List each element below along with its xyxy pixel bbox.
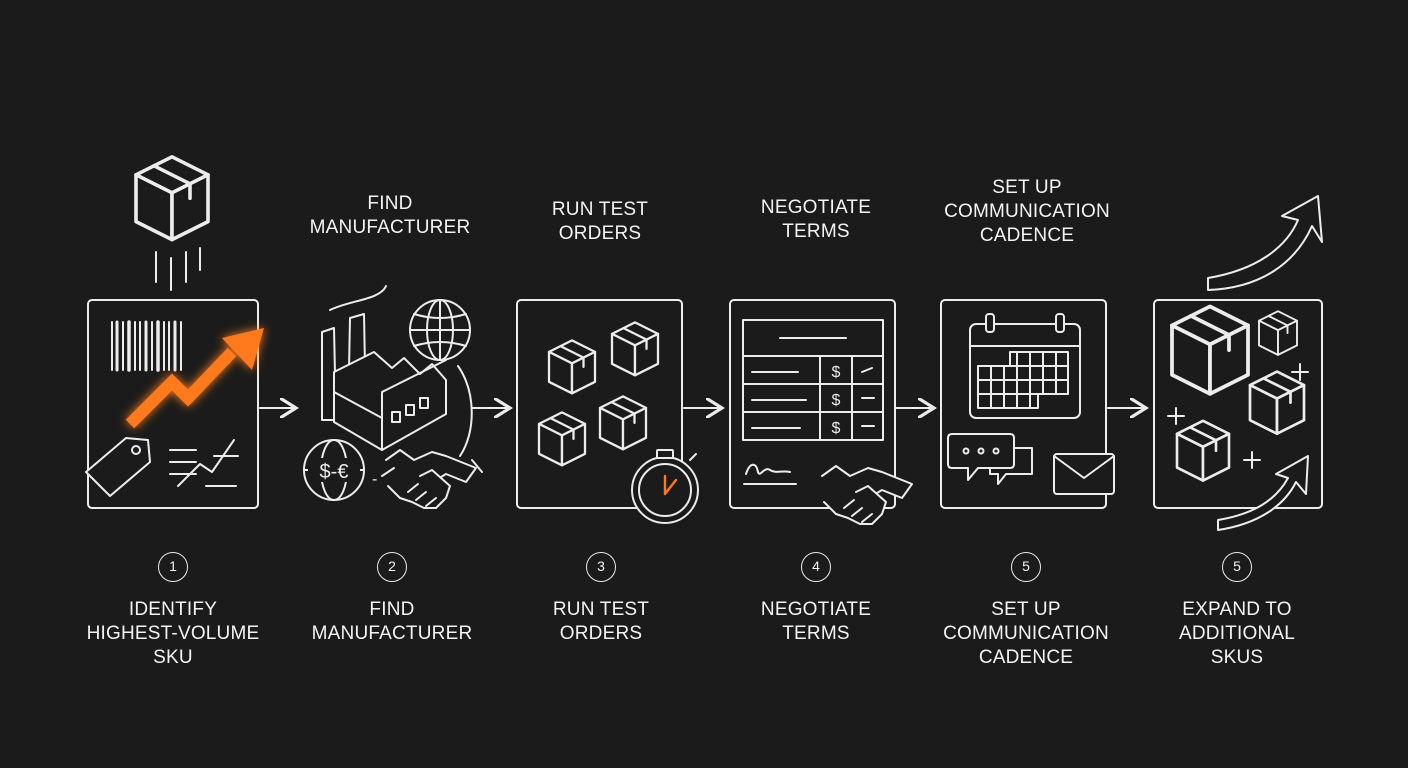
step-label-run-test-orders: RUN TEST ORDERS [552, 599, 650, 644]
top-label-communication-cadence: SET UP COMMUNICATION CADENCE [944, 177, 1110, 246]
step-number-2: 2 [377, 552, 407, 582]
currency-exchange-icon: $-€ - [303, 439, 377, 501]
trend-arrow-icon [125, 328, 264, 429]
panel-communication-cadence [940, 299, 1115, 509]
price-tag-icon [85, 437, 151, 497]
panel-negotiate-terms: $ $ $ [729, 299, 913, 525]
smoke-line [329, 285, 387, 311]
currency-symbol: $ [832, 364, 841, 381]
package-icon [598, 395, 648, 451]
step-label-negotiate-terms: NEGOTIATE TERMS [760, 599, 872, 644]
step-number-6: 5 [1222, 552, 1252, 582]
package-icon [547, 339, 597, 395]
handshake-icon [381, 449, 483, 509]
floating-package-icon [134, 155, 210, 242]
step-label-find-manufacturer: FIND MANUFACTURER [311, 599, 473, 644]
currency-symbol: $ [832, 392, 841, 409]
stopwatch-icon [631, 449, 699, 524]
step-number-5: 5 [1011, 552, 1041, 582]
panel-identify-sku [85, 155, 264, 509]
top-label-run-test-orders: RUN TEST ORDERS [551, 199, 649, 244]
link-curve [457, 365, 473, 457]
currency-symbol: $ [832, 420, 841, 437]
step-label-identify-sku: IDENTIFY HIGHEST-VOLUME SKU [86, 599, 260, 668]
step-number-3: 3 [586, 552, 616, 582]
currency-symbols: $-€ [320, 461, 349, 483]
handshake-icon [821, 465, 913, 525]
panel-expand-skus [1153, 195, 1323, 531]
panel-find-manufacturer: $-€ - [303, 285, 483, 509]
mini-chart-icon [169, 439, 239, 487]
panel-frame-4 [729, 299, 896, 509]
signature-icon [745, 463, 791, 475]
package-icon [1248, 370, 1306, 436]
package-icon [1258, 310, 1298, 356]
package-icon [1170, 304, 1250, 396]
chat-bubbles-icon [947, 433, 1033, 485]
top-label-find-manufacturer: FIND MANUFACTURER [309, 193, 471, 238]
factory-icon [321, 313, 447, 451]
barcode-icon [111, 320, 182, 372]
growth-arrow-icon [1217, 455, 1309, 531]
step-label-communication-cadence: SET UP COMMUNICATION CADENCE [943, 599, 1109, 668]
panel-frame-6 [1153, 299, 1323, 509]
panel-run-test-orders [516, 299, 699, 524]
panel-frame-5 [940, 299, 1107, 509]
package-icon [537, 411, 587, 467]
falling-motion-lines [155, 247, 201, 291]
calendar-icon [969, 313, 1081, 419]
panel-frame-1 [87, 299, 259, 509]
step-number-4: 4 [801, 552, 831, 582]
package-icon [1175, 419, 1231, 482]
plus-icon [1167, 407, 1185, 425]
package-icon [610, 321, 660, 377]
top-label-negotiate-terms: NEGOTIATE TERMS [760, 197, 872, 242]
globe-icon [409, 299, 471, 361]
plus-icon [1291, 363, 1309, 381]
envelope-icon [1053, 453, 1115, 495]
step-label-expand-skus: EXPAND TO ADDITIONAL SKUS [1178, 599, 1296, 668]
step-number-1: 1 [158, 552, 188, 582]
currency-dash: - [372, 471, 377, 488]
plus-icon [1243, 451, 1261, 469]
growth-arrow-icon [1207, 195, 1323, 291]
panel-frame-3 [516, 299, 683, 509]
contract-table-icon: $ $ $ [742, 319, 884, 441]
